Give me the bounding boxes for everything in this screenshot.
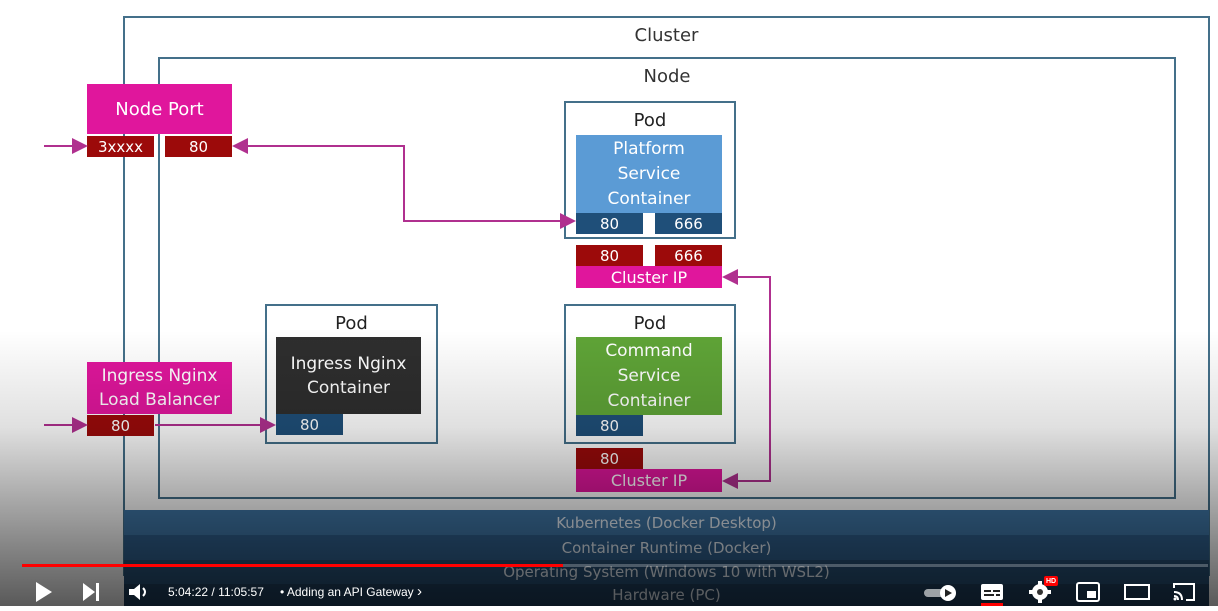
chapter-title: Adding an API Gateway [286,585,414,599]
hd-badge: HD [1044,576,1058,586]
node-port-internal: 80 [165,136,232,157]
player-controls: 5:04:22 / 11:05:57 • Adding an API Gatew… [0,560,1218,606]
platform-pod-label: Pod [633,109,667,131]
miniplayer-icon [1076,582,1100,602]
time-display: 5:04:22 / 11:05:57 [168,583,264,601]
progress-bar[interactable] [22,564,1208,567]
play-icon [36,582,52,602]
platform-service-container: Platform Service Container [576,135,722,213]
subtitles-icon [981,584,1003,606]
progress-played [22,564,563,567]
miniplayer-button[interactable] [1074,580,1102,604]
node-label: Node [643,65,691,87]
time-current: 5:04:22 [168,585,209,599]
next-button[interactable] [78,580,106,604]
arrow-nodeport-to-platform [232,138,574,222]
node-port-external: 3xxxx [87,136,154,157]
command-pod-label: Pod [633,312,667,334]
subtitles-button[interactable] [978,580,1006,606]
autoplay-toggle-icon [924,585,956,601]
chapter-link[interactable]: • Adding an API Gateway › [280,583,422,601]
platform-clusterip-port-80: 80 [576,245,643,266]
next-icon [83,583,99,601]
time-total: 11:05:57 [218,585,264,599]
settings-button[interactable]: HD [1026,576,1060,604]
arrow-cluster-ip-link [724,276,771,482]
play-button[interactable] [30,580,58,604]
theater-button[interactable] [1122,580,1152,604]
node-port-box: Node Port [87,84,232,134]
settings-icon [1029,581,1051,603]
platform-container-port-80: 80 [576,213,643,234]
cluster-label: Cluster [634,24,699,46]
ingress-pod-label: Pod [335,312,368,334]
time-separator: / [208,585,219,599]
platform-cluster-ip: Cluster IP [576,266,722,288]
cast-icon [1173,583,1195,601]
chapter-bullet: • [280,585,285,599]
volume-button[interactable] [126,580,154,604]
theater-icon [1124,584,1150,600]
autoplay-toggle[interactable] [922,584,960,602]
cast-button[interactable] [1170,580,1198,604]
chevron-right-icon: › [416,583,422,600]
platform-clusterip-port-666: 666 [655,245,722,266]
volume-icon [129,584,146,600]
platform-container-port-666: 666 [655,213,722,234]
